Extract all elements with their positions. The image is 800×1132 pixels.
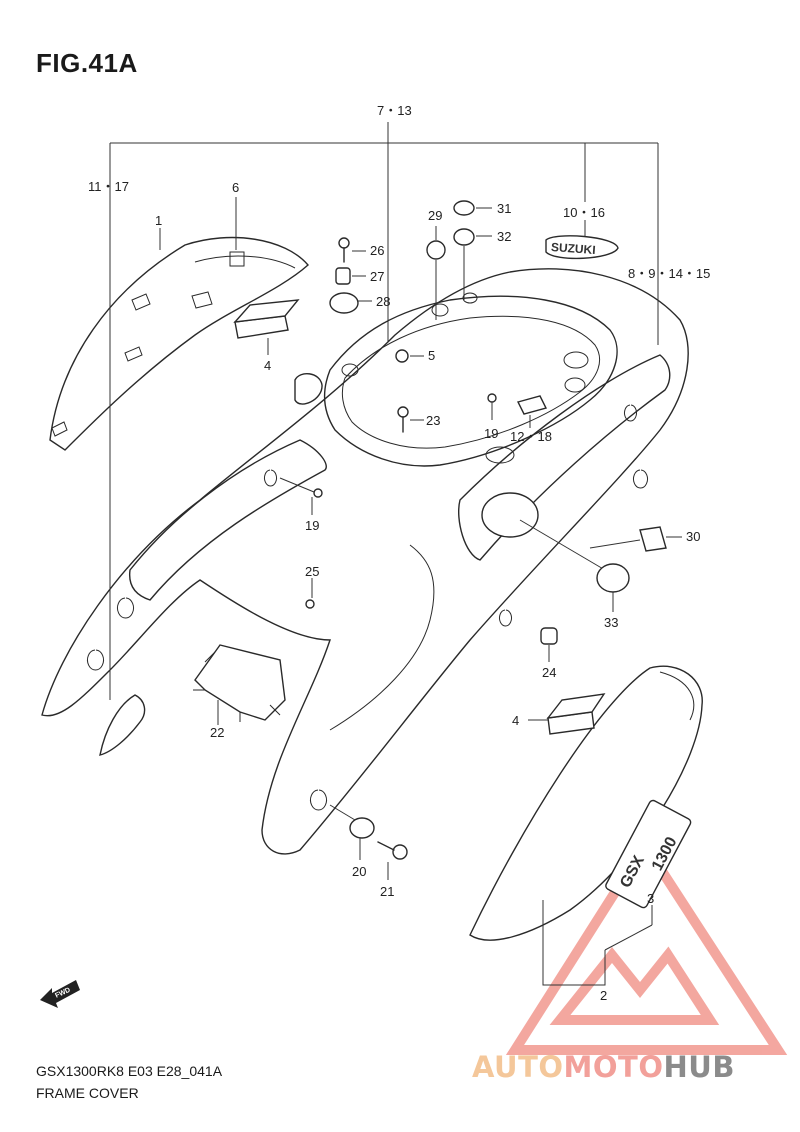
watermark-moto: MOTO <box>563 1050 664 1084</box>
small-trim-piece <box>99 694 146 756</box>
suzuki-emblem: SUZUKI <box>545 220 619 260</box>
part-12-18-label <box>516 395 548 428</box>
part-22-bracket <box>193 644 286 725</box>
part-1-left-cover <box>49 228 309 451</box>
callout-10-16: 10・16 <box>563 205 605 220</box>
callout-1: 1 <box>155 213 162 228</box>
part-31-cap <box>453 200 492 216</box>
callout-12-18: 12・18 <box>510 429 552 444</box>
callout-24: 24 <box>542 665 556 680</box>
part-5-nut <box>395 349 424 363</box>
part-29-grommet <box>426 226 446 320</box>
callout-23: 23 <box>426 413 440 428</box>
part-4-pad-upper <box>233 299 300 355</box>
part-27-collar <box>335 267 366 285</box>
callout-7-13: 7・13 <box>377 103 412 118</box>
callout-19-upper: 19 <box>484 426 498 441</box>
callout-20: 20 <box>352 864 366 879</box>
emblem-leaders <box>542 900 653 986</box>
callout-4-upper: 4 <box>264 358 271 373</box>
callout-3: 3 <box>647 891 654 906</box>
callout-25: 25 <box>305 564 319 579</box>
callout-28: 28 <box>376 294 390 309</box>
callout-11-17: 11・17 <box>88 179 129 194</box>
callout-labels: 7・13 11・17 6 1 4 26 27 28 29 31 32 10・16… <box>88 103 710 1003</box>
part-21-bolt <box>377 841 408 880</box>
callout-21: 21 <box>380 884 394 899</box>
watermark-brand: AUTOMOTOHUB <box>472 1050 735 1084</box>
callout-29: 29 <box>428 208 442 223</box>
callout-6: 6 <box>232 180 239 195</box>
model-code: GSX1300RK8 E03 E28_041A <box>36 1063 223 1079</box>
callout-33: 33 <box>604 615 618 630</box>
part-19-screw-a <box>487 393 497 420</box>
suzuki-text: SUZUKI <box>551 240 597 257</box>
callout-22: 22 <box>210 725 224 740</box>
figure-title: FIG.41A <box>36 48 138 78</box>
watermark-hub: HUB <box>663 1050 735 1084</box>
part-28-grommet <box>329 292 372 314</box>
part-30-label <box>589 526 682 552</box>
callout-5: 5 <box>428 348 435 363</box>
callout-26: 26 <box>370 243 384 258</box>
callout-4-lower: 4 <box>512 713 519 728</box>
side-cover-lower <box>109 178 703 941</box>
part-23-screw <box>397 406 424 433</box>
callout-19-lower: 19 <box>305 518 319 533</box>
part-4-pad-lower <box>528 693 606 735</box>
callout-8-9-14-15: 8・9・14・15 <box>628 266 710 281</box>
watermark-auto: AUTO <box>472 1050 564 1084</box>
top-bracket <box>109 122 659 350</box>
callout-2: 2 <box>600 988 607 1003</box>
main-frame-cover <box>41 268 689 855</box>
gsx-1300r-emblem: GSX 1300 <box>605 799 692 909</box>
part-24-cushion <box>540 627 558 662</box>
callout-32: 32 <box>497 229 511 244</box>
fwd-arrow-icon: FWD <box>40 980 80 1008</box>
callout-27: 27 <box>370 269 384 284</box>
callout-30: 30 <box>686 529 700 544</box>
part-19-screw-b <box>279 477 323 515</box>
part-20-cushion <box>329 804 375 860</box>
watermark-logo <box>505 835 788 1055</box>
callout-31: 31 <box>497 201 511 216</box>
part-32-grommet <box>453 228 492 300</box>
part-33-grommet <box>481 492 630 612</box>
part-26-bolt <box>338 237 366 263</box>
part-25-screw <box>305 578 315 609</box>
section-name: FRAME COVER <box>36 1085 139 1101</box>
